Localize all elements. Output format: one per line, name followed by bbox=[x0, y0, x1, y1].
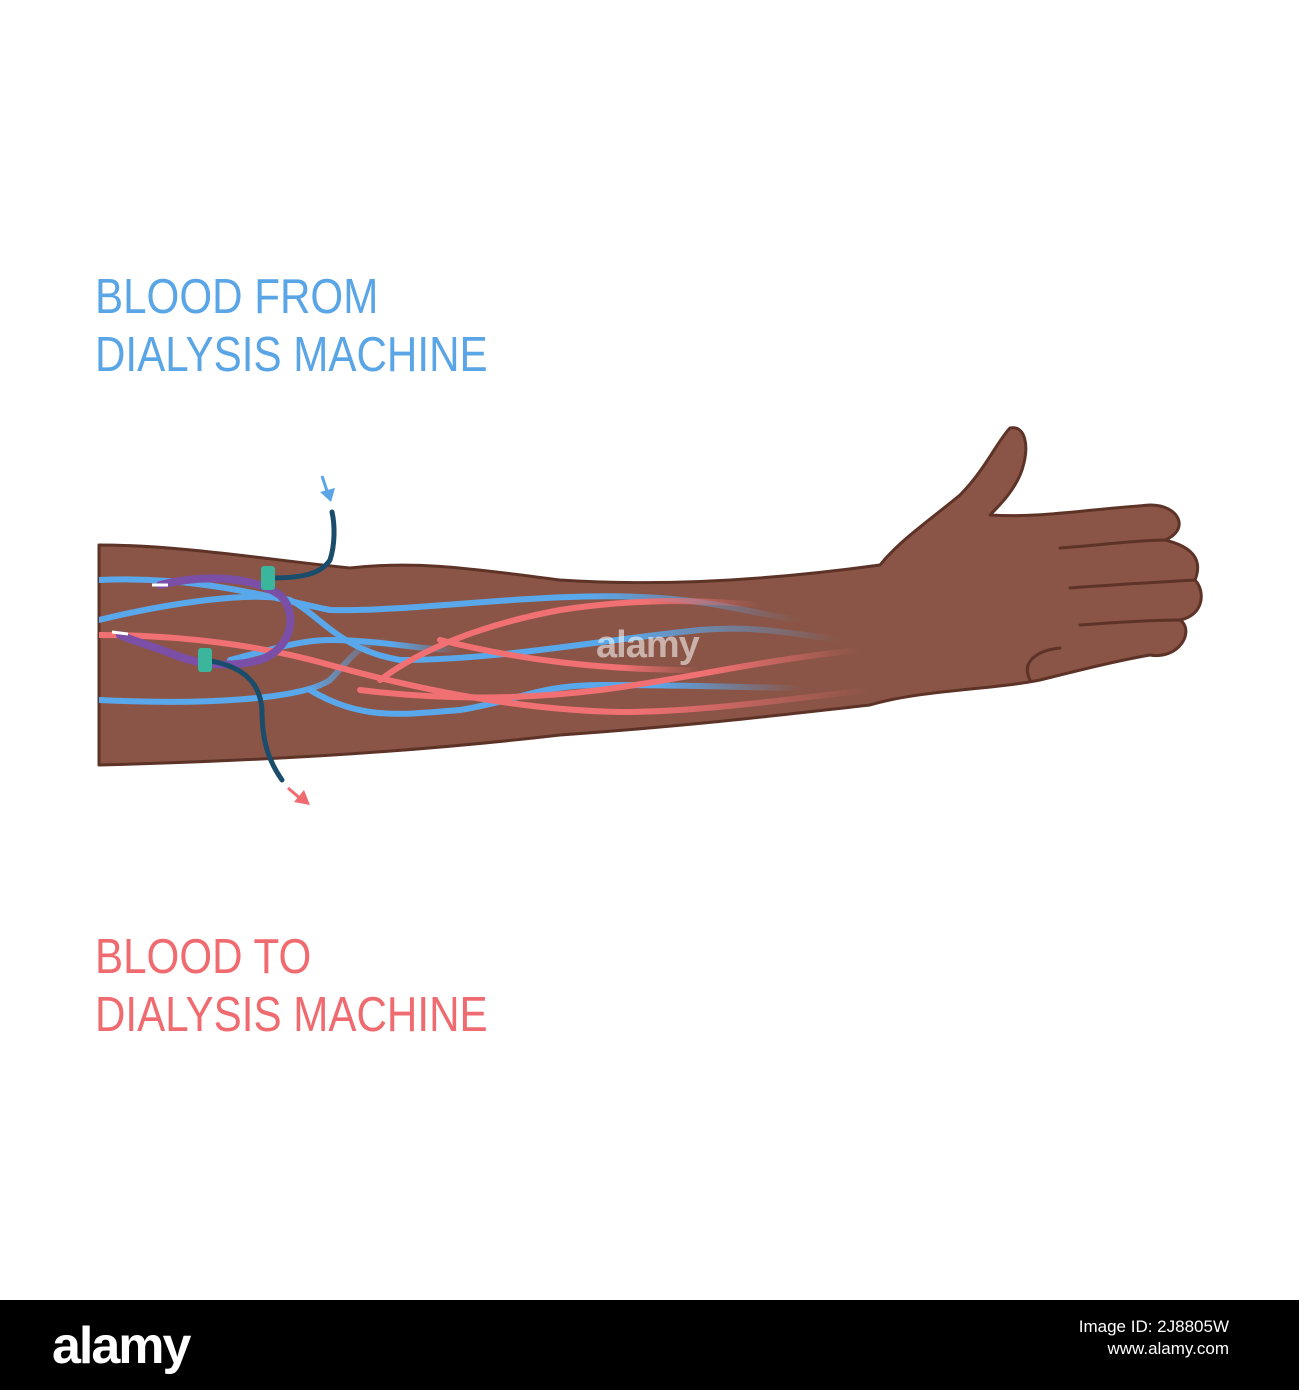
footer-logo: alamy bbox=[52, 1317, 191, 1375]
fistula-loop bbox=[116, 574, 295, 669]
footer-bar: alamy Image ID: 2J8805W www.alamy.com bbox=[0, 1300, 1299, 1390]
finger-lines bbox=[1025, 538, 1197, 682]
clamp-top bbox=[261, 566, 275, 590]
arrow-out-icon bbox=[287, 786, 310, 805]
site-text: www.alamy.com bbox=[1107, 1339, 1229, 1358]
needle-bottom bbox=[111, 630, 129, 636]
arm-dialysis-diagram bbox=[97, 426, 1203, 805]
label-blood-to-line1: BLOOD TO bbox=[95, 930, 312, 984]
label-blood-to: BLOOD TO DIALYSIS MACHINE bbox=[95, 928, 488, 1044]
clamp-bottom bbox=[198, 648, 212, 672]
draw-tube bbox=[202, 657, 285, 783]
label-blood-from-line2: DIALYSIS MACHINE bbox=[95, 328, 488, 382]
return-tube bbox=[267, 509, 337, 581]
label-blood-from-line1: BLOOD FROM bbox=[95, 270, 379, 324]
arteries bbox=[99, 598, 873, 716]
footer-image-id: Image ID: 2J8805W www.alamy.com bbox=[1079, 1316, 1229, 1360]
label-blood-from: BLOOD FROM DIALYSIS MACHINE bbox=[95, 268, 488, 384]
image-id-text: Image ID: 2J8805W bbox=[1078, 1317, 1229, 1336]
label-blood-to-line2: DIALYSIS MACHINE bbox=[95, 988, 488, 1042]
watermark-text: alamy bbox=[596, 624, 700, 666]
arrow-in-icon bbox=[320, 475, 335, 502]
